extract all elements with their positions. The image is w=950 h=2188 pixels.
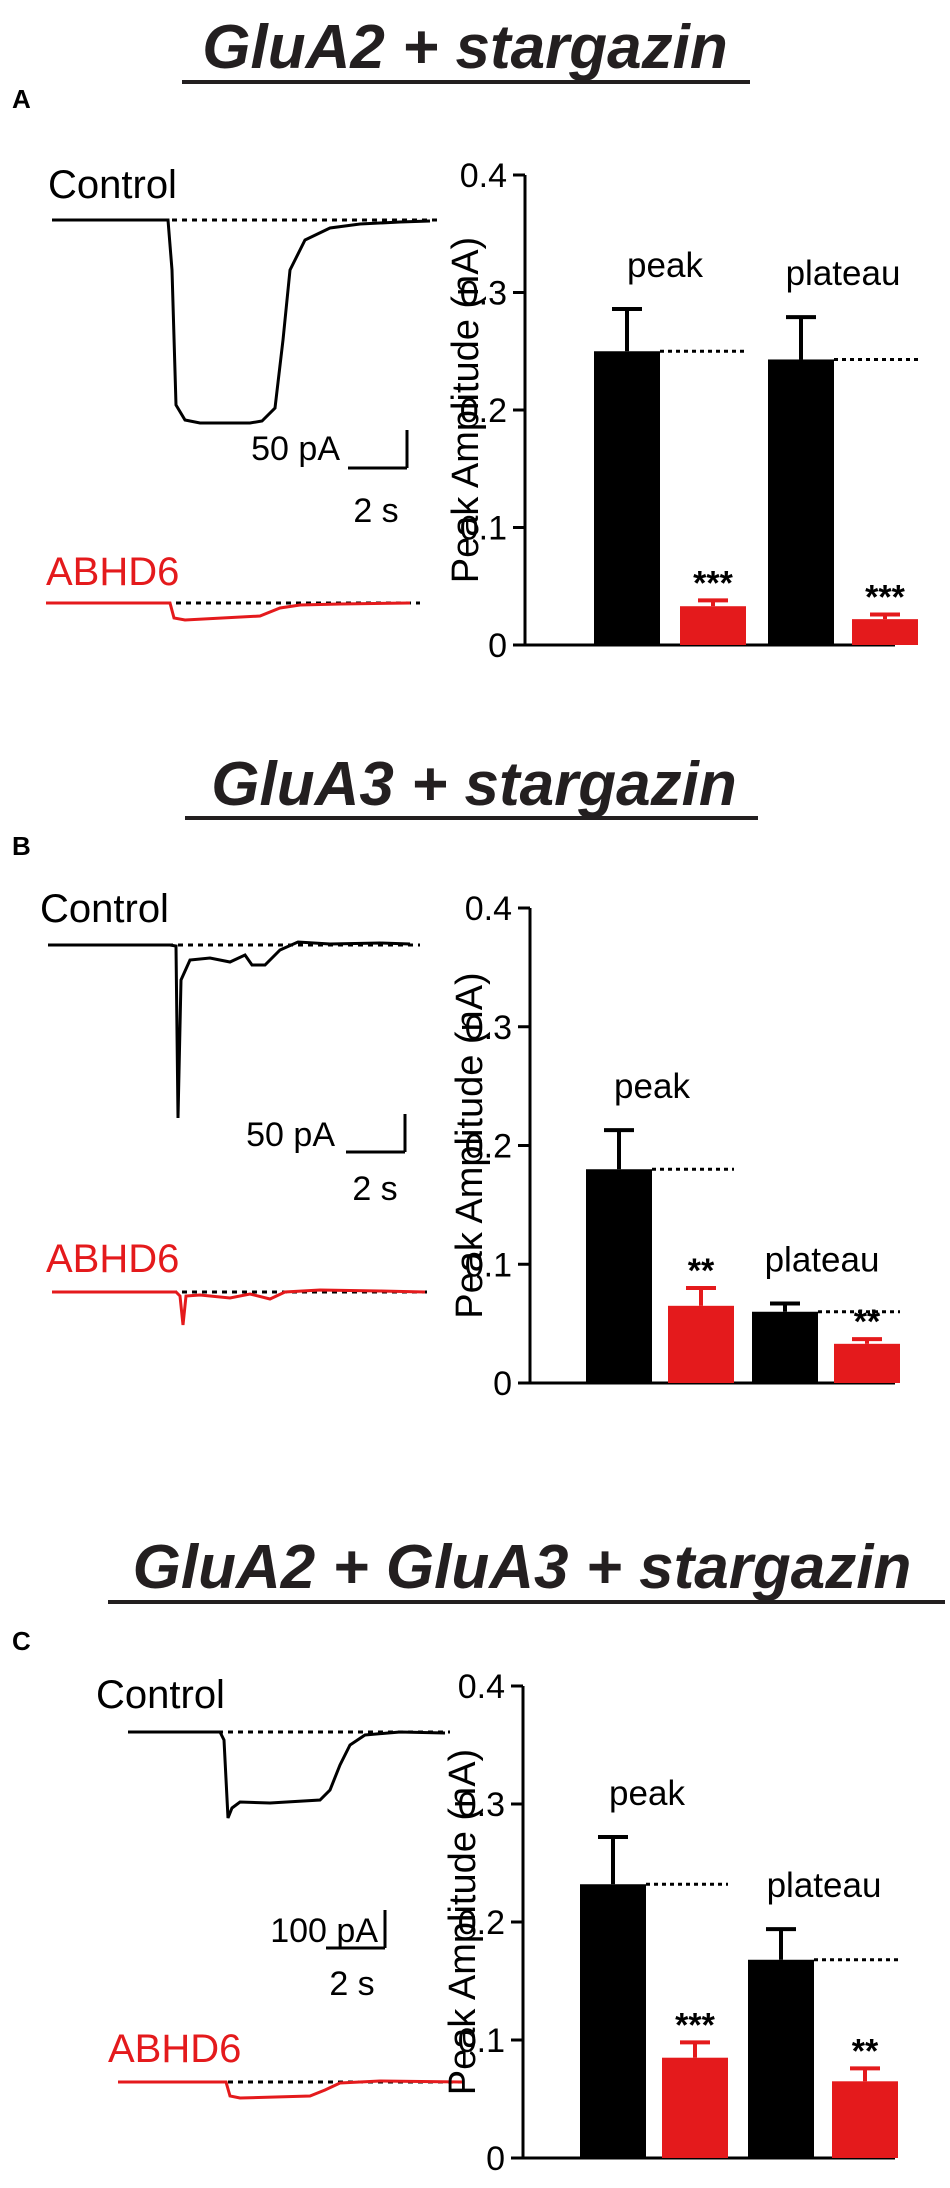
y-tick-label: 0.4 bbox=[458, 1668, 505, 1706]
y-tick-label: 0.3 bbox=[458, 1786, 505, 1824]
control-bar bbox=[594, 351, 660, 645]
scale-current-label: 100 pA bbox=[270, 1912, 378, 1950]
y-tick-label: 0.1 bbox=[465, 1246, 512, 1284]
abhd6-bar bbox=[834, 1343, 900, 1383]
abhd6-bar bbox=[832, 2081, 898, 2158]
significance-label: *** bbox=[693, 564, 733, 602]
y-tick-label: 0.2 bbox=[460, 392, 507, 430]
control-trace bbox=[52, 218, 431, 425]
control-bar bbox=[768, 359, 834, 645]
abhd6-bar bbox=[680, 606, 746, 645]
panel-b: GluA3 + stargazin B Control 50 pA 2 s AB… bbox=[12, 750, 900, 1403]
control-label: Control bbox=[48, 163, 177, 207]
abhd6-label: ABHD6 bbox=[108, 2027, 241, 2071]
scale-current-label: 50 pA bbox=[251, 430, 340, 468]
abhd6-bar bbox=[852, 619, 918, 645]
y-tick-label: 0.3 bbox=[460, 275, 507, 313]
control-trace bbox=[48, 940, 411, 1119]
y-tick-label: 0 bbox=[493, 1365, 512, 1403]
y-tick-label: 0.4 bbox=[465, 890, 512, 928]
panel-letter: B bbox=[12, 831, 31, 861]
y-tick-label: 0.2 bbox=[458, 1904, 505, 1942]
y-tick-label: 0 bbox=[486, 2140, 505, 2178]
significance-label: ** bbox=[688, 1252, 715, 1290]
significance-label: *** bbox=[865, 578, 905, 616]
scale-time-label: 2 s bbox=[329, 1965, 374, 2003]
abhd6-bar bbox=[668, 1305, 734, 1383]
abhd6-trace bbox=[118, 2079, 463, 2100]
panel-title: GluA3 + stargazin bbox=[211, 750, 736, 819]
abhd6-label: ABHD6 bbox=[46, 550, 179, 594]
panel-title: GluA2 + GluA3 + stargazin bbox=[133, 1533, 912, 1602]
abhd6-trace bbox=[52, 1288, 426, 1326]
significance-label: ** bbox=[854, 1303, 881, 1341]
panel-title: GluA2 + stargazin bbox=[202, 13, 727, 82]
y-axis-label: Peak Amplitude (nA) bbox=[449, 972, 491, 1318]
y-tick-label: 0.1 bbox=[460, 510, 507, 548]
panel-a: GluA2 + stargazin A Control 50 pA 2 s AB… bbox=[12, 13, 918, 665]
significance-label: ** bbox=[852, 2032, 879, 2070]
y-axis-label: Peak Amplitude (nA) bbox=[442, 1749, 484, 2095]
category-label: plateau bbox=[786, 254, 901, 293]
y-tick-label: 0.1 bbox=[458, 2022, 505, 2060]
y-tick-label: 0.3 bbox=[465, 1009, 512, 1047]
category-label: peak bbox=[609, 1774, 685, 1813]
control-bar bbox=[580, 1884, 646, 2158]
control-label: Control bbox=[40, 887, 169, 931]
abhd6-bar bbox=[662, 2057, 728, 2158]
category-label: plateau bbox=[765, 1240, 880, 1279]
panel-letter: A bbox=[12, 84, 31, 114]
control-bar bbox=[752, 1311, 818, 1383]
abhd6-trace bbox=[46, 601, 411, 622]
panel-letter: C bbox=[12, 1626, 31, 1656]
control-bar bbox=[748, 1959, 814, 2158]
panel-c: GluA2 + GluA3 + stargazin C Control 100 … bbox=[12, 1533, 945, 2178]
scale-current-label: 50 pA bbox=[246, 1116, 335, 1154]
control-label: Control bbox=[96, 1673, 225, 1717]
category-label: peak bbox=[627, 246, 703, 285]
scale-time-label: 2 s bbox=[353, 492, 398, 530]
y-tick-label: 0.4 bbox=[460, 157, 507, 195]
control-bar bbox=[586, 1169, 652, 1383]
category-label: peak bbox=[614, 1067, 690, 1106]
control-trace bbox=[128, 1730, 446, 1819]
y-tick-label: 0.2 bbox=[465, 1128, 512, 1166]
scale-time-label: 2 s bbox=[352, 1170, 397, 1208]
abhd6-label: ABHD6 bbox=[46, 1237, 179, 1281]
significance-label: *** bbox=[675, 2006, 715, 2044]
y-axis-label: Peak Amplitude (nA) bbox=[445, 237, 487, 583]
category-label: plateau bbox=[767, 1866, 882, 1905]
y-tick-label: 0 bbox=[488, 627, 507, 665]
